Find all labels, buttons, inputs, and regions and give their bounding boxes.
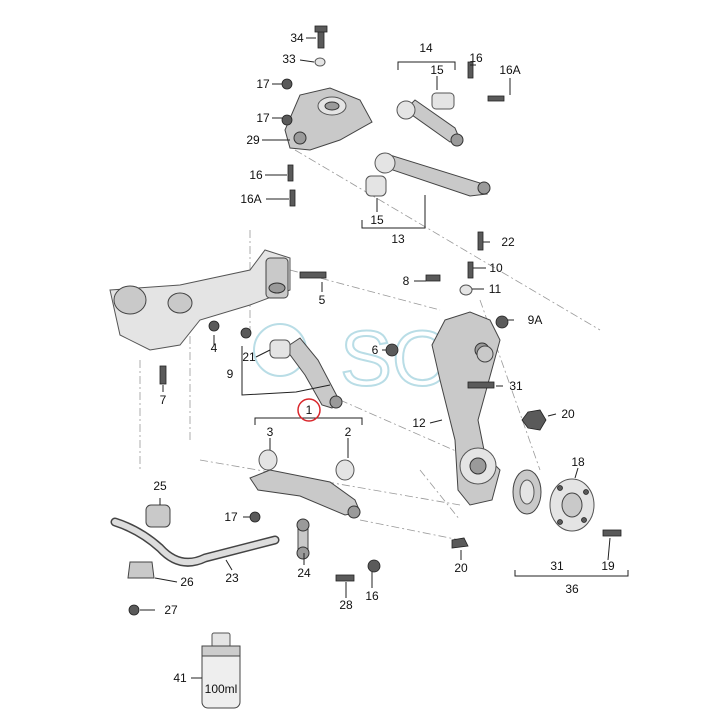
- fluid-bottle: 100ml: [201, 632, 241, 709]
- callout-9a: 9A: [528, 313, 543, 327]
- callout-27: 27: [164, 603, 178, 617]
- callout-20: 20: [454, 561, 468, 575]
- callout-16: 16: [249, 168, 263, 182]
- callout-14: 14: [419, 41, 433, 55]
- upper-link-14: [396, 92, 464, 147]
- callout-7: 7: [160, 393, 167, 407]
- callout-10: 10: [489, 261, 503, 275]
- stabilizer-bar: [110, 504, 280, 579]
- lower-control-arm-upper: [269, 337, 343, 409]
- callout-17: 17: [256, 77, 270, 91]
- callout-29: 29: [246, 133, 260, 147]
- callout-19: 19: [601, 559, 615, 573]
- callout-25: 25: [153, 479, 167, 493]
- upper-link-13: [365, 152, 491, 197]
- callout-15: 15: [370, 213, 384, 227]
- callout-31: 31: [509, 379, 523, 393]
- callout-21: 9: [227, 367, 234, 381]
- callout-17: 17: [224, 510, 238, 524]
- callout-16: 16: [365, 589, 379, 603]
- callout-1: 1: [306, 403, 313, 417]
- callout-6: 4: [211, 341, 218, 355]
- steering-knuckle: [431, 311, 501, 506]
- callout-16: 16: [469, 51, 483, 65]
- callout-16a: 16A: [240, 192, 261, 206]
- callout-18: 18: [571, 455, 585, 469]
- callout-23: 23: [225, 571, 239, 585]
- callout-15: 15: [430, 63, 444, 77]
- highlight-ring: [297, 398, 321, 422]
- callout-17: 17: [256, 111, 270, 125]
- callout-12: 12: [412, 416, 426, 430]
- callout-34: 34: [290, 31, 304, 45]
- lower-transverse-link: [249, 449, 361, 519]
- callout-8: 8: [403, 274, 410, 288]
- bottle-volume-label: 100ml: [205, 682, 238, 696]
- callout-20: 20: [561, 407, 575, 421]
- assembly-dash-lines: [139, 149, 601, 541]
- wheel-bearing: [512, 469, 542, 515]
- callout-24: 24: [297, 566, 311, 580]
- callout-26: 26: [180, 575, 194, 589]
- callout-13: 13: [391, 232, 405, 246]
- callout-labels: 34 33 17 17 29 16 16A 14 15 16 16A 15 13…: [153, 31, 615, 685]
- callout-41: 41: [173, 671, 187, 685]
- upper-mount-bracket: [284, 87, 373, 151]
- coupling-rod: [296, 518, 310, 560]
- callout-2: 2: [345, 425, 352, 439]
- callout-36: 36: [565, 582, 579, 596]
- callout-4: 21: [242, 350, 256, 364]
- callout-5: 5: [319, 293, 326, 307]
- callout-33: 33: [282, 52, 296, 66]
- callout-16a: 16A: [499, 63, 520, 77]
- callout-28: 28: [339, 598, 353, 612]
- wheel-hub: [549, 478, 595, 532]
- callout-9: 6: [372, 343, 379, 357]
- callout-22: 22: [501, 235, 515, 249]
- callout-31: 31: [550, 559, 564, 573]
- subframe: [109, 249, 291, 351]
- callout-3: 3: [267, 425, 274, 439]
- fasteners: [128, 25, 622, 616]
- callout-11: 11: [489, 282, 502, 296]
- leader-lines: [140, 37, 629, 679]
